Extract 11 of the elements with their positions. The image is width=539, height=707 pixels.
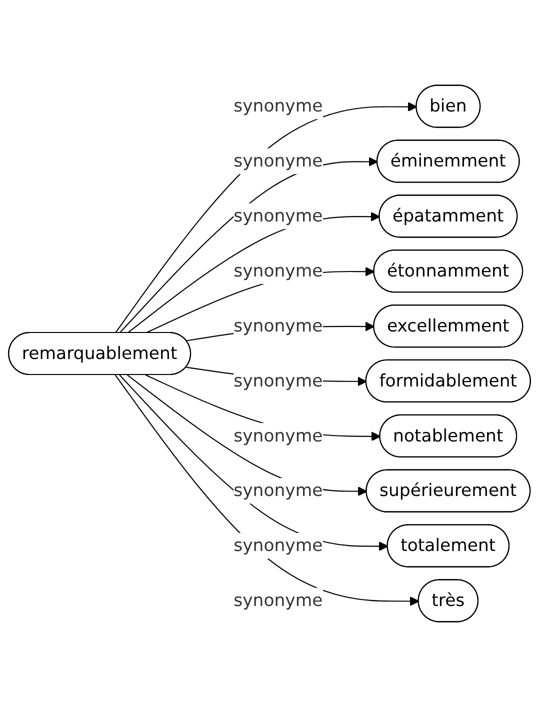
edge-label: synonyme [234,315,323,336]
edge-label: synonyme [234,370,323,391]
edge-label: synonyme [234,260,323,281]
arrow [127,374,368,496]
edge-label: synonyme [234,590,323,610]
edge-label: synonyme [234,150,323,171]
edge-label: synonyme [234,96,323,116]
edge-label: synonyme [234,535,323,556]
edge-label: synonyme [234,425,323,446]
edge-label: synonyme [234,205,323,226]
edge-label: synonyme [234,480,323,501]
